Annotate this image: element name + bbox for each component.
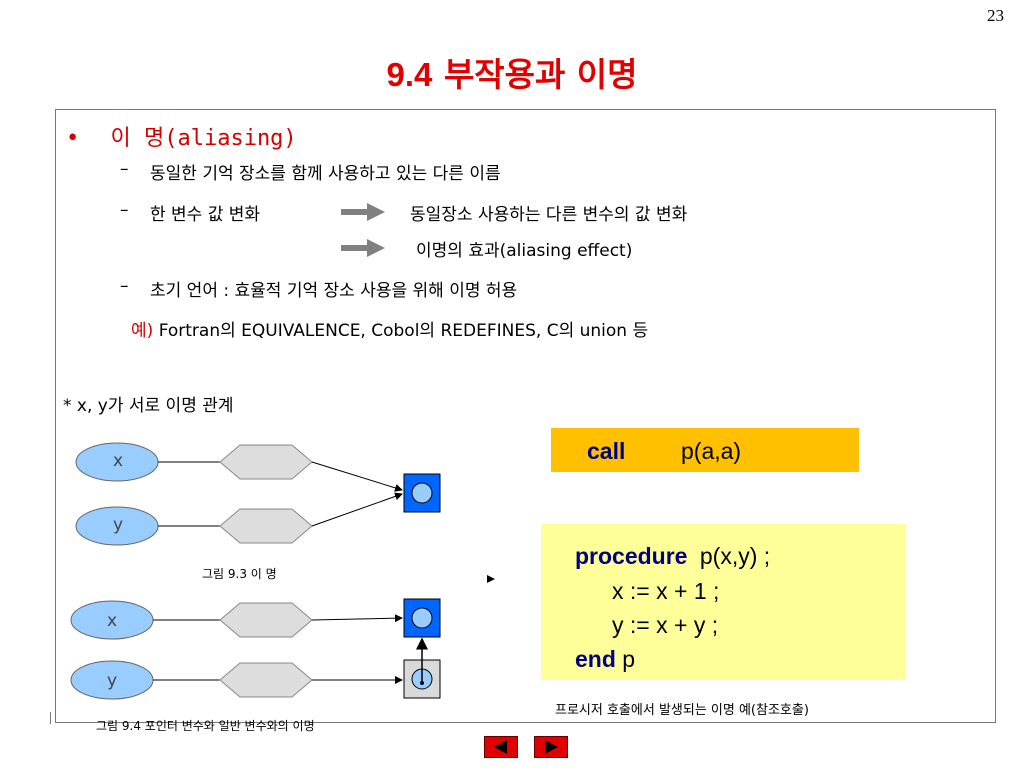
x-hexagon	[219, 444, 313, 480]
y-hexagon	[219, 662, 313, 698]
subline-2: – 한 변수 값 변화	[120, 200, 261, 225]
dash-2: –	[120, 200, 129, 220]
next-slide-button[interactable]	[534, 736, 568, 758]
pointer-dot	[420, 681, 424, 685]
procedure-line-1: x := x + 1 ;	[612, 578, 720, 604]
subline-1: – 동일한 기억 장소를 함께 사용하고 있는 다른 이름	[120, 159, 501, 184]
figure-9-4	[70, 598, 441, 700]
memory-box	[403, 473, 441, 513]
y-arrow	[311, 492, 403, 527]
example-text: Fortran의 EQUIVALENCE, Cobol의 REDEFINES, …	[158, 321, 649, 341]
call-args: p(a,a)	[681, 438, 742, 464]
fig94-y-label: y	[106, 671, 118, 691]
example-label: 예)	[131, 321, 154, 341]
subline-4: – 초기 언어 : 효율적 기억 장소 사용을 위해 이명 허용	[120, 276, 518, 301]
memory-cell-circle	[411, 482, 433, 504]
procedure-caption: 프로시저 호출에서 발생되는 이명 예(참조호출)	[555, 703, 809, 718]
content-frame	[55, 109, 996, 723]
relation-note: * x, y가 서로 이명 관계	[63, 396, 234, 416]
fig93-caption: 그림 9.3 이 명	[202, 567, 277, 581]
title-text: 부작용과 이명	[443, 55, 638, 94]
right-arrow-icon	[341, 203, 385, 221]
dash-1: –	[120, 159, 129, 179]
small-arrow-marker-icon	[487, 575, 495, 583]
fig94-x-label: x	[106, 611, 118, 631]
title-number: 9.4	[386, 56, 433, 93]
prev-slide-icon	[494, 740, 507, 754]
next-slide-icon	[545, 740, 558, 754]
fig93-x-label: x	[112, 451, 124, 471]
procedure-box	[541, 524, 906, 680]
subline-2-left: 한 변수 값 변화	[150, 205, 261, 225]
dash-4: –	[120, 276, 129, 296]
example-line: 예) Fortran의 EQUIVALENCE, Cobol의 REDEFINE…	[131, 316, 648, 341]
figure-9-3	[75, 442, 441, 546]
call-box	[551, 428, 859, 472]
memory-cell-circle	[411, 607, 433, 629]
subline-1-text: 동일한 기억 장소를 함께 사용하고 있는 다른 이름	[150, 164, 501, 184]
slide-title: 9.4 부작용과 이명	[0, 48, 1024, 96]
fig93-y-label: y	[112, 515, 124, 535]
subline-4-text: 초기 언어 : 효율적 기억 장소 사용을 위해 이명 허용	[150, 281, 518, 301]
procedure-line-2: y := x + y ;	[612, 612, 719, 638]
subline-3-right: 이명의 효과(aliasing effect)	[416, 241, 633, 261]
end-keyword: end	[575, 646, 616, 672]
y-hexagon	[219, 508, 313, 544]
procedure-keyword: procedure	[575, 543, 688, 569]
frame-tick	[50, 712, 51, 724]
bullet-heading: • 이 명(aliasing)	[66, 120, 297, 152]
x-arrow	[311, 461, 403, 492]
procedure-end: end p	[575, 646, 635, 673]
end-name: p	[622, 646, 636, 672]
bullet-symbol: •	[66, 126, 80, 151]
subline-2-right: 동일장소 사용하는 다른 변수의 값 변화	[410, 205, 688, 225]
bullet-text: 이 명(aliasing)	[110, 126, 297, 151]
x-arrow	[311, 614, 403, 623]
call-keyword: call	[587, 438, 626, 464]
page-number: 23	[987, 6, 1004, 25]
x-hexagon	[219, 602, 313, 638]
fig94-caption: 그림 9.4 포인터 변수와 일반 변수와의 이명	[96, 719, 315, 733]
procedure-signature: p(x,y) ;	[699, 543, 771, 569]
right-arrow-icon	[341, 239, 385, 257]
procedure-header: procedure p(x,y) ;	[575, 543, 770, 570]
prev-slide-button[interactable]	[484, 736, 518, 758]
